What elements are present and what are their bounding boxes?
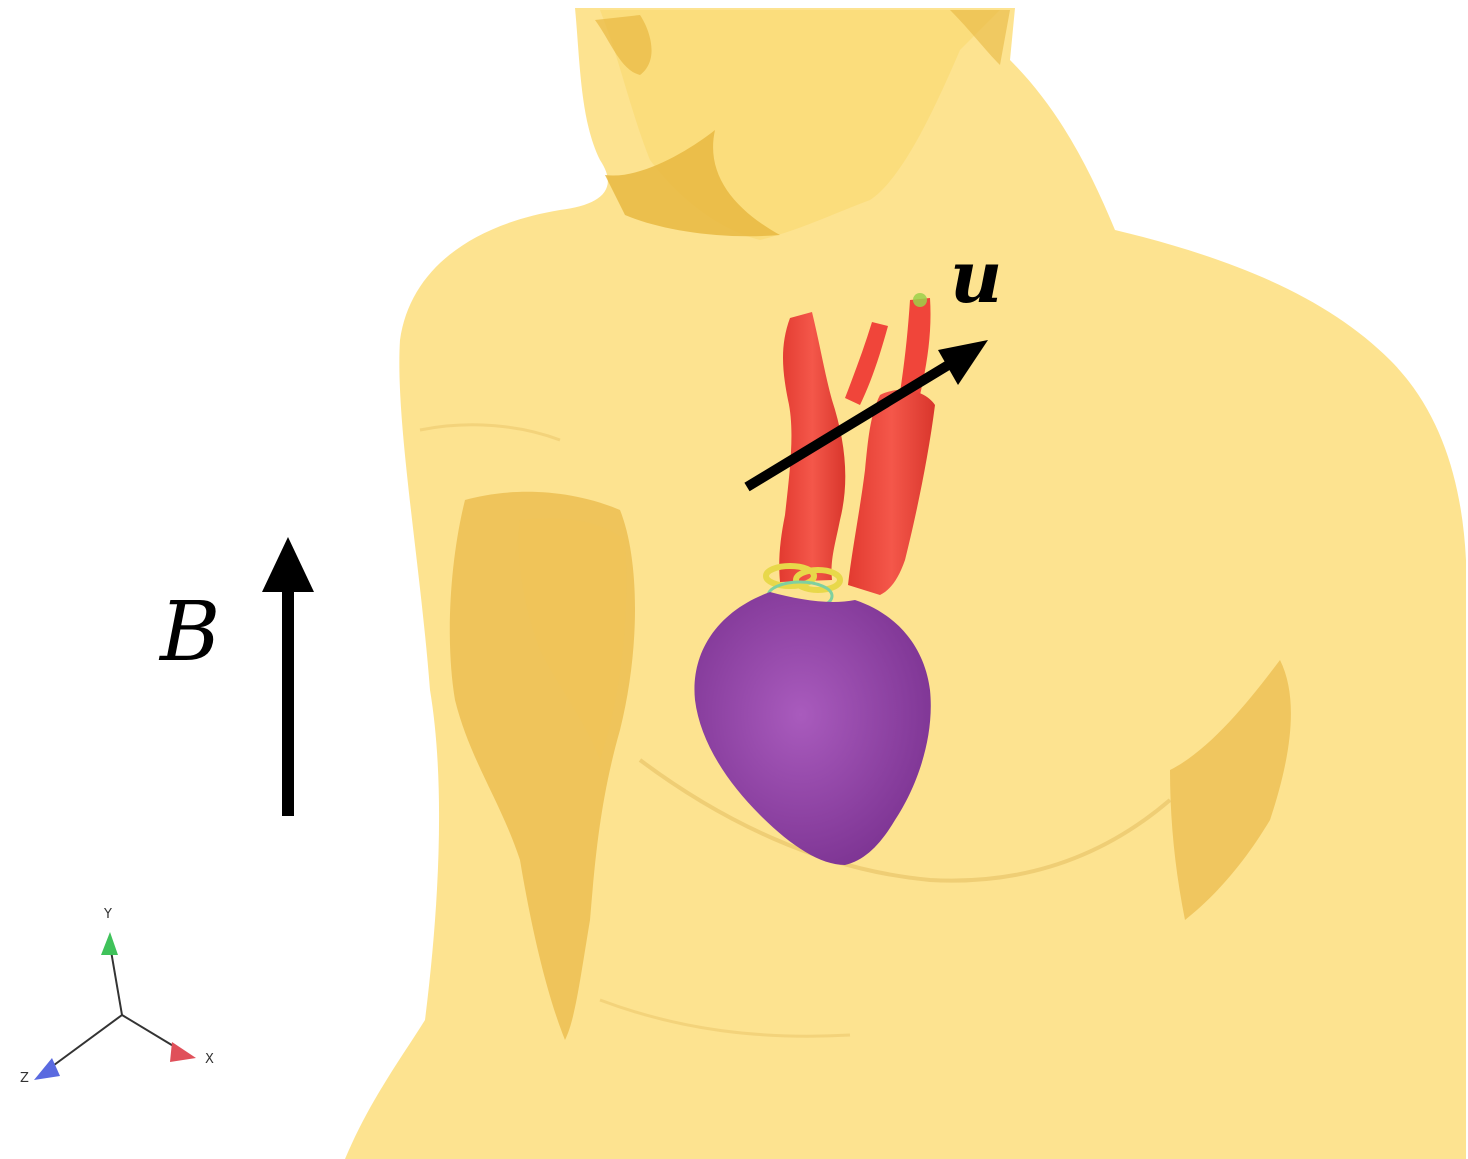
field-arrow: [262, 537, 314, 816]
z-axis-arrowhead: [34, 1058, 60, 1080]
axes-triad: Y X Z: [20, 907, 214, 1086]
x-axis-line: [122, 1015, 180, 1050]
torso-body: [345, 8, 1466, 1159]
y-axis-label: Y: [103, 907, 112, 922]
z-axis-line: [50, 1015, 122, 1068]
x-axis-arrowhead: [170, 1042, 196, 1062]
z-axis-label: Z: [20, 1071, 29, 1086]
x-axis-label: X: [205, 1052, 214, 1067]
vessel-outlet-ring: [913, 293, 927, 307]
field-label: B: [158, 585, 220, 680]
y-axis-line: [110, 945, 122, 1015]
y-axis-arrowhead: [101, 932, 118, 955]
velocity-label: u: [950, 234, 1002, 319]
